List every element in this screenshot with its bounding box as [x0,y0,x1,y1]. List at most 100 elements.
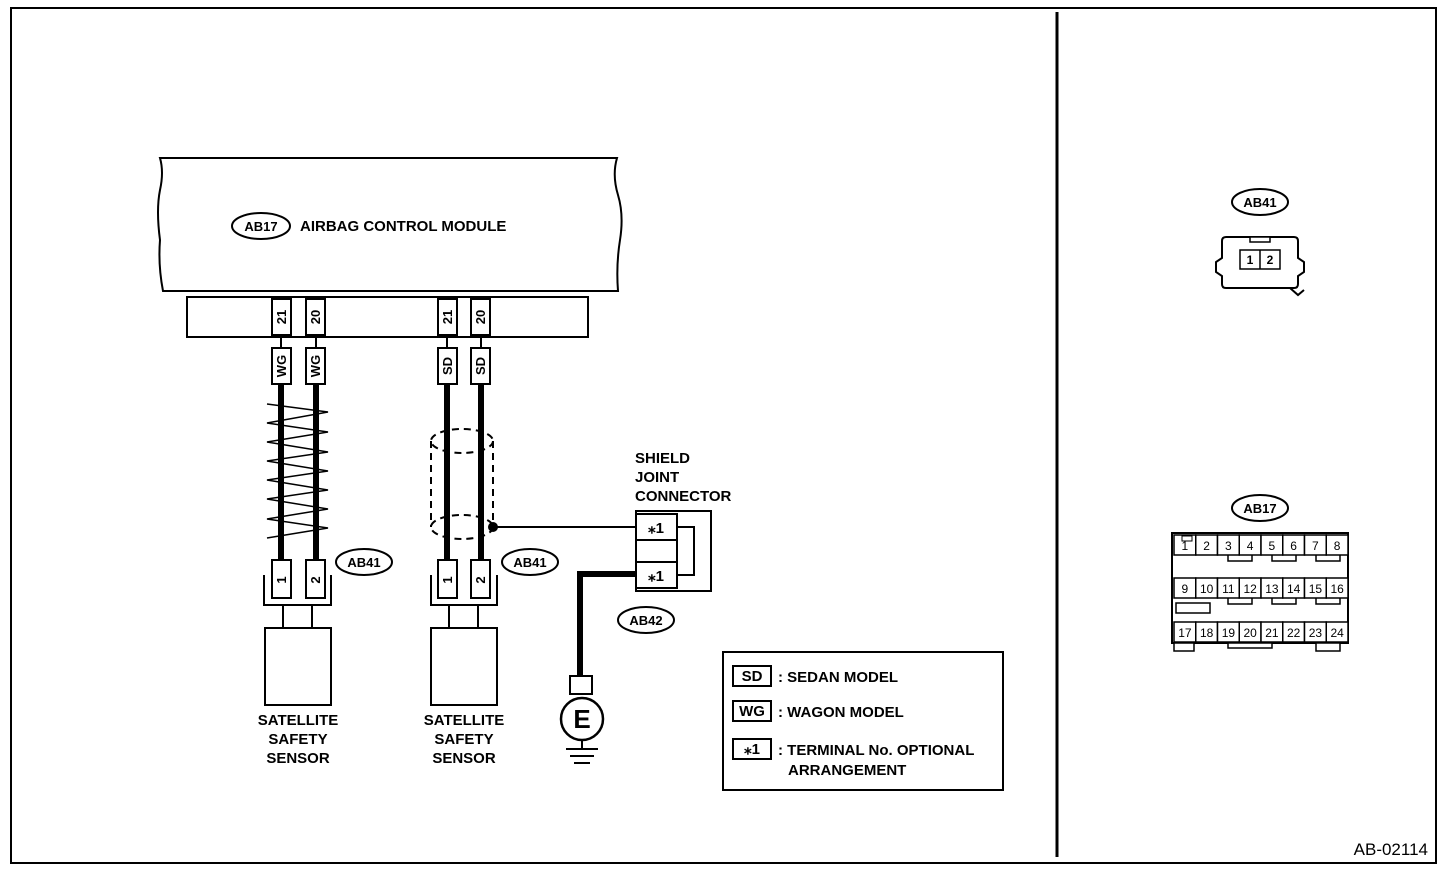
pin-number: 2 [1267,253,1274,267]
airbag-control-module: AB17 AIRBAG CONTROL MODULE [157,157,623,338]
pin-box [470,298,491,336]
pin-number: 1 [1247,253,1254,267]
ground-symbol: E [559,675,605,764]
legend-text: : WAGON MODEL [778,704,904,721]
pin-number: 14 [1287,582,1301,596]
pin-number: 13 [1265,582,1279,596]
pin-number: 23 [1309,626,1323,640]
connector-view-ab41: AB41 1 2 [1215,188,1305,297]
legend-text: : SEDAN MODEL [778,669,898,686]
connector-tag-text: AB41 [347,555,380,570]
connector-tag-text: AB41 [1243,195,1276,210]
figure-id: AB-02114 [1354,840,1428,859]
pin-number: 12 [1243,582,1257,596]
ground-wire [577,571,636,676]
outer-frame [10,7,1437,864]
shield-joint-label: CONNECTOR [635,488,732,505]
shield-joint-label: SHIELD [635,450,690,467]
key-recess [1227,598,1253,605]
pin-number: 19 [1222,626,1236,640]
legend-code-box [732,665,772,687]
shield-joint-label: JOINT [635,469,679,486]
satellite-safety-sensor-left: SATELLITE SAFETY SENSOR [258,604,338,767]
legend: SD : SEDAN MODEL WG : WAGON MODEL ⁎1 : T… [722,651,1004,791]
pin-number: 2 [308,576,323,583]
pin-number: 6 [1290,539,1297,553]
pin-number: 2 [473,576,488,583]
sensor-label: SATELLITE [424,712,505,729]
pin-number: 3 [1225,539,1232,553]
key-recess [1227,555,1253,562]
pin-box [271,298,292,336]
legend-code: WG [739,703,765,720]
legend-code-box [732,700,772,722]
legend-text: ARRANGEMENT [788,762,906,779]
pin-number: 18 [1200,626,1214,640]
module-name: AIRBAG CONTROL MODULE [300,218,506,235]
key-recess [1315,598,1341,605]
legend-code: SD [742,668,763,685]
pin-number: 4 [1247,539,1254,553]
pin-box [437,298,458,336]
key-recess [1271,555,1297,562]
pin-box [305,298,326,336]
connector-tag [335,548,393,576]
key-recess [1271,598,1297,605]
module-connector-tag [231,212,291,240]
pin-cell [1325,534,1349,556]
harness-left: 21 20 WG WG [266,298,329,560]
connector-tag [617,606,675,634]
sensor-label: SENSOR [432,750,496,767]
pin-number: 24 [1330,626,1344,640]
pin-number: 21 [274,310,289,324]
pin-label: ⁎1 [648,568,664,585]
wire-code: WG [274,355,289,377]
sensor-right-connector: 1 2 AB41 [430,548,559,606]
wire-code: SD [440,357,455,375]
harness-right: 21 20 SD SD [430,298,636,560]
sensor-label: SAFETY [268,731,327,748]
wire-code: SD [473,357,488,375]
pin-number: 21 [1265,626,1279,640]
connector-tag [1231,188,1289,216]
pin-label: ⁎1 [648,520,664,537]
pin-number: 11 [1222,582,1235,596]
pin-cell [1325,621,1349,643]
connector-tag [1231,494,1289,522]
pin-cell [1325,577,1349,599]
sensor-label: SENSOR [266,750,330,767]
connector-tag-text: AB41 [513,555,546,570]
pin-number: 20 [308,310,323,324]
connector-tag [501,548,559,576]
wire-code: WG [308,355,323,377]
module-connector-strip [186,296,589,338]
pin-number: 21 [440,310,455,324]
pin-number: 16 [1330,582,1344,596]
sensor-label: SAFETY [434,731,493,748]
pin-number: 20 [1243,626,1257,640]
legend-code-box [732,738,772,760]
pin-number: 10 [1200,582,1214,596]
pin-number: 20 [473,310,488,324]
connector-tag-text: AB42 [629,613,662,628]
key-recess [1315,555,1341,562]
pin-number: 7 [1312,539,1319,553]
pin-number: 8 [1334,539,1341,553]
satellite-safety-sensor-right: SATELLITE SAFETY SENSOR [424,604,505,767]
pin-number: 1 [1182,539,1189,553]
legend-text: : TERMINAL No. OPTIONAL [778,742,974,759]
pin-number: 9 [1182,582,1189,596]
pin-number: 22 [1287,626,1301,640]
pin-number: 17 [1178,626,1192,640]
twisted-pair-symbol [266,403,329,539]
legend-code: ⁎1 [744,741,760,758]
pin-number: 5 [1269,539,1276,553]
pin-number: 1 [274,576,289,583]
module-connector-tag-text: AB17 [244,219,277,234]
pin-number: 15 [1309,582,1323,596]
connector-tag-text: AB17 [1243,501,1276,516]
ground-label: E [573,704,590,734]
